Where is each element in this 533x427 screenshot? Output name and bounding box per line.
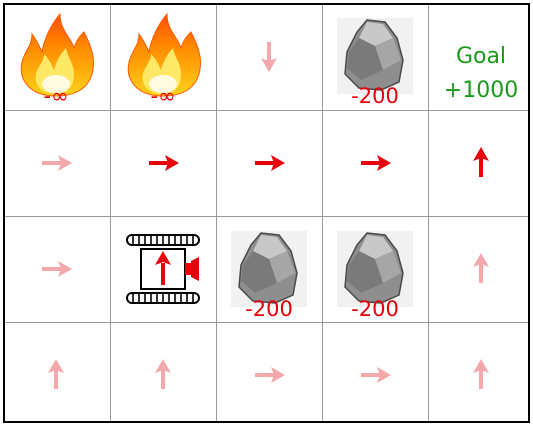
arrow-right-icon <box>42 261 72 277</box>
arrow-right-icon <box>361 155 391 171</box>
rock-cell: -200 <box>323 4 427 108</box>
arrow-right-icon <box>149 155 179 171</box>
grid-line-vertical <box>216 3 217 423</box>
policy-cell <box>323 323 427 427</box>
arrow-right-icon <box>361 367 391 383</box>
arrow-up-icon <box>48 359 64 389</box>
rock-icon <box>337 18 413 94</box>
rock-icon <box>231 231 307 307</box>
policy-cell <box>4 323 108 427</box>
penalty-label: -∞ <box>150 84 176 108</box>
arrow-up-icon <box>473 253 489 283</box>
policy-cell <box>429 323 533 427</box>
agent-cell <box>111 217 215 321</box>
grid-line-vertical <box>428 3 429 423</box>
policy-cell <box>217 4 321 108</box>
arrow-right-icon <box>255 367 285 383</box>
grid-line-vertical <box>322 3 323 423</box>
grid-line-horizontal <box>3 110 530 111</box>
rock-cell: -200 <box>323 217 427 321</box>
policy-cell <box>429 111 533 215</box>
policy-cell <box>111 111 215 215</box>
goal-label: Goal <box>455 44 507 69</box>
robot-tank-icon <box>126 234 200 304</box>
rock-icon <box>337 231 413 307</box>
policy-cell <box>4 111 108 215</box>
arrow-right-icon <box>42 155 72 171</box>
fire-icon <box>20 12 95 97</box>
penalty-label: -∞ <box>43 84 69 108</box>
arrow-up-icon <box>155 359 171 389</box>
arrow-down-icon <box>261 42 277 72</box>
rock-cell: -200 <box>217 217 321 321</box>
fire-cell: -∞ <box>4 4 108 108</box>
penalty-label: -200 <box>351 297 399 321</box>
policy-cell <box>217 111 321 215</box>
goal-reward: +1000 <box>443 78 519 103</box>
arrow-right-icon <box>255 155 285 171</box>
policy-cell <box>429 217 533 321</box>
grid-line-horizontal <box>3 216 530 217</box>
penalty-label: -200 <box>351 84 399 108</box>
policy-cell <box>111 323 215 427</box>
fire-icon <box>127 12 202 97</box>
penalty-label: -200 <box>245 297 293 321</box>
policy-cell <box>4 217 108 321</box>
arrow-up-icon <box>473 359 489 389</box>
arrow-up-icon <box>473 147 489 177</box>
policy-cell <box>323 111 427 215</box>
grid-line-vertical <box>110 3 111 423</box>
grid-line-horizontal <box>3 322 530 323</box>
goal-cell: Goal +1000 <box>429 4 533 108</box>
fire-cell: -∞ <box>111 4 215 108</box>
policy-cell <box>217 323 321 427</box>
